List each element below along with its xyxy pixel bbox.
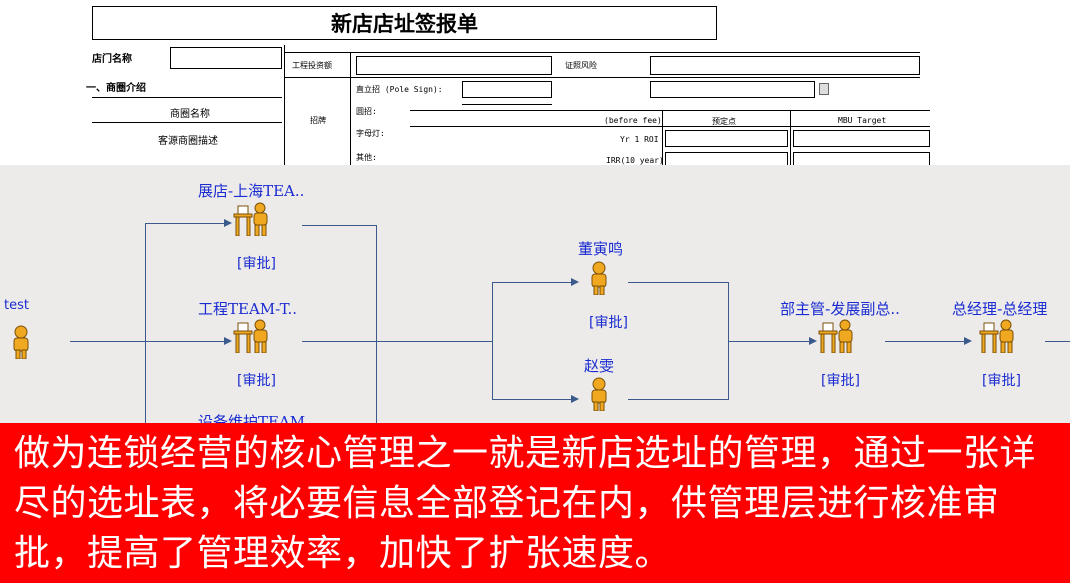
form-document: 新店店址签报单 店门名称 一、商圈介绍 商圈名称 客源商圈描述 工程投资额 证照…: [0, 0, 1070, 165]
node-dong-name[interactable]: 董寅鸣: [578, 240, 624, 258]
attachment-icon[interactable]: [819, 83, 829, 95]
store-name-input[interactable]: [170, 47, 282, 69]
person-icon: [13, 325, 29, 359]
approver-desk-icon: [818, 319, 853, 353]
node-expansion-status: [审批]: [237, 256, 276, 272]
approver-desk-icon: [233, 202, 268, 236]
irr-label: IRR(10 year): [606, 156, 664, 165]
node-zhao-name[interactable]: 赵雯: [584, 357, 615, 375]
irr-fixed-input[interactable]: [665, 152, 788, 165]
letter-light-label: 字母灯:: [356, 129, 385, 138]
pole-sign-label: 直立招 (Pole Sign):: [356, 85, 443, 94]
customer-source-label: 客源商圈描述: [158, 136, 218, 147]
before-fee-label: (before fee): [604, 116, 662, 125]
fixed-point-label: 预定点: [712, 117, 736, 126]
node-dept-head-name[interactable]: 部主管-发展副总..: [780, 300, 900, 318]
form-title: 新店店址签报单: [92, 6, 717, 40]
node-dept-head-status: [审批]: [821, 373, 860, 389]
trade-area-name-label: 商圈名称: [170, 109, 210, 120]
node-gm-status: [审批]: [982, 373, 1021, 389]
mbu-target-label: MBU Target: [838, 116, 887, 125]
section1-label: 一、商圈介绍: [86, 83, 146, 94]
approver-desk-icon: [979, 319, 1014, 353]
other-label: 其他:: [356, 153, 377, 162]
node-test-name[interactable]: test: [4, 298, 29, 313]
round-sign-label: 圆招:: [356, 107, 377, 116]
node-maintenance-name[interactable]: 设备维护TEAM..: [198, 413, 315, 423]
caption-text: 做为连锁经营的核心管理之一就是新店选址的管理，通过一张详尽的选址表，将必要信息全…: [14, 433, 1037, 574]
yr1-roi-label: Yr 1 ROI: [620, 135, 659, 144]
node-expansion-name[interactable]: 展店-上海TEA..: [198, 182, 305, 200]
attachment-input[interactable]: [650, 81, 815, 98]
license-risk-input[interactable]: [650, 56, 920, 75]
node-engineering-status: [审批]: [237, 373, 276, 389]
person-icon: [591, 377, 607, 411]
approval-workflow: test 展店-上海TEA.. [审批] 工程TEAM-T.. [审批] 设备维…: [0, 165, 1070, 423]
engineering-investment-input[interactable]: [356, 56, 552, 75]
yr1-roi-fixed-input[interactable]: [665, 130, 788, 147]
irr-target-input[interactable]: [793, 152, 930, 165]
yr1-roi-target-input[interactable]: [793, 130, 930, 147]
approver-desk-icon: [233, 319, 268, 353]
node-gm-name[interactable]: 总经理-总经理: [952, 300, 1048, 318]
store-name-label: 店门名称: [92, 54, 132, 65]
node-dong-status: [审批]: [589, 315, 628, 331]
pole-sign-input[interactable]: [462, 81, 552, 98]
person-icon: [591, 261, 607, 295]
signboard-label: 招牌: [310, 116, 326, 125]
license-risk-label: 证照风险: [565, 61, 597, 70]
caption-banner: 做为连锁经营的核心管理之一就是新店选址的管理，通过一张详尽的选址表，将必要信息全…: [0, 423, 1070, 583]
engineering-investment-label: 工程投资额: [292, 61, 332, 70]
node-engineering-name[interactable]: 工程TEAM-T..: [198, 300, 298, 318]
